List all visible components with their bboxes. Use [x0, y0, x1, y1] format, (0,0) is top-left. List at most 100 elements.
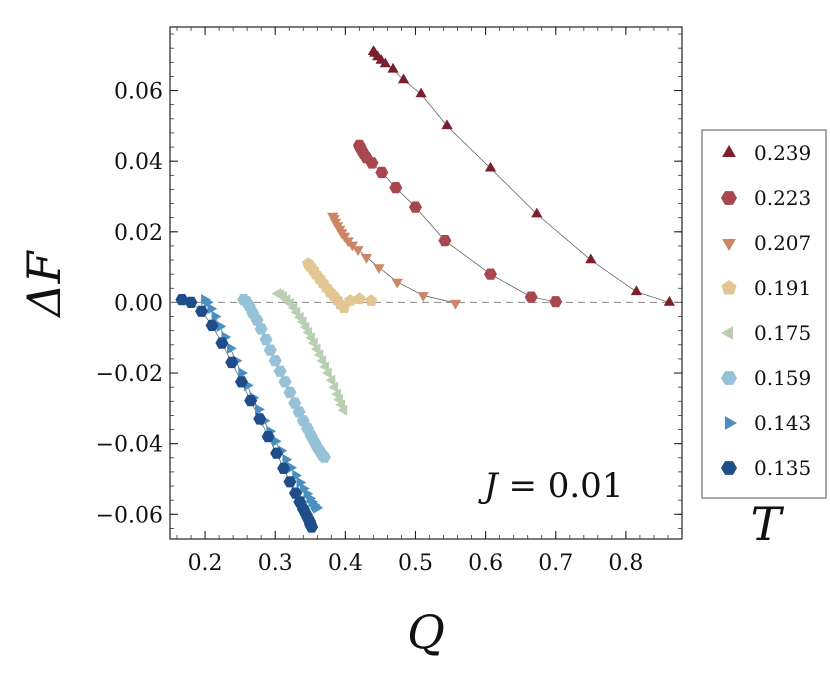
legend-marker	[721, 326, 733, 340]
data-point	[585, 253, 597, 264]
data-point	[303, 488, 314, 500]
data-point	[484, 268, 497, 280]
data-point	[313, 502, 324, 514]
data-point	[184, 296, 198, 308]
data-point	[325, 374, 336, 386]
y-tick-label: −0.06	[96, 503, 163, 528]
data-point	[292, 406, 306, 418]
data-point	[449, 299, 462, 310]
data-point	[268, 355, 282, 367]
data-point	[261, 431, 275, 443]
j-annotation: J = 0.01	[478, 466, 623, 506]
legend-label: 0.159	[754, 366, 811, 390]
y-tick-label: −0.04	[96, 433, 163, 458]
data-point	[337, 404, 348, 416]
data-point	[211, 310, 222, 323]
data-point	[253, 413, 267, 425]
data-point	[319, 361, 329, 373]
data-point	[415, 87, 427, 98]
data-point	[417, 292, 429, 302]
data-point	[289, 487, 302, 499]
data-point	[353, 292, 366, 305]
legend-label: 0.239	[754, 141, 811, 165]
data-point	[238, 367, 248, 379]
data-point	[317, 451, 331, 463]
data-point	[328, 381, 339, 393]
legend-label: 0.135	[754, 456, 811, 480]
data-point	[227, 342, 237, 354]
y-tick-label: 0.00	[114, 291, 163, 316]
data-point	[205, 319, 219, 331]
data-point	[287, 462, 298, 474]
legend-label: 0.143	[754, 411, 811, 435]
legend-marker	[721, 461, 737, 475]
data-point	[195, 305, 209, 317]
legend-box	[701, 129, 827, 499]
data-point	[292, 469, 302, 482]
data-point	[391, 278, 403, 289]
legend-marker	[722, 145, 736, 157]
data-point	[308, 337, 318, 349]
data-point	[216, 320, 227, 333]
data-point	[352, 246, 364, 256]
legend-marker	[725, 416, 737, 430]
data-point	[215, 337, 229, 349]
legend-label: 0.223	[754, 186, 811, 210]
data-point	[203, 296, 214, 308]
data-point	[375, 166, 389, 179]
data-point	[365, 294, 378, 306]
data-point	[316, 355, 327, 367]
legend-label: 0.191	[754, 276, 811, 300]
data-point	[360, 254, 372, 264]
y-axis-title: ΔF	[17, 249, 71, 318]
x-tick-label: 0.5	[398, 551, 433, 576]
x-tick-label: 0.7	[538, 551, 573, 576]
data-point	[313, 349, 324, 361]
legend-marker	[721, 191, 737, 205]
data-point	[235, 376, 248, 388]
data-point	[225, 356, 239, 369]
data-point	[273, 365, 287, 377]
data-point	[373, 264, 385, 274]
x-tick-label: 0.3	[258, 551, 293, 576]
data-point	[524, 291, 538, 303]
data-point	[272, 435, 282, 447]
data-point	[441, 119, 453, 130]
data-point	[379, 57, 391, 68]
data-point	[278, 376, 292, 388]
x-tick-label: 0.6	[468, 551, 503, 576]
x-axis-title: Q	[407, 605, 445, 659]
data-point	[346, 241, 358, 252]
data-point	[397, 73, 410, 84]
data-point	[322, 367, 332, 379]
data-point	[387, 62, 399, 73]
y-tick-label: 0.06	[114, 80, 163, 105]
x-tick-label: 0.2	[188, 551, 223, 576]
data-point	[409, 201, 422, 213]
data-point	[277, 462, 291, 474]
data-point	[259, 333, 273, 346]
data-point	[630, 285, 642, 296]
legend-label: 0.175	[754, 321, 811, 345]
data-point	[244, 395, 258, 407]
y-tick-label: 0.02	[114, 221, 163, 246]
data-point	[296, 476, 307, 489]
y-tick-label: 0.04	[114, 150, 163, 175]
plot-frame	[169, 26, 683, 540]
data-point	[663, 295, 675, 306]
x-tick-label: 0.8	[608, 551, 643, 576]
legend-marker	[722, 239, 736, 251]
data-point	[305, 521, 319, 533]
data-point	[484, 161, 497, 172]
legend-title: T	[751, 497, 785, 551]
data-point	[282, 453, 293, 466]
data-point	[283, 476, 297, 488]
data-point	[288, 397, 302, 409]
data-point	[438, 235, 452, 247]
data-markers	[175, 45, 675, 533]
data-point	[549, 296, 563, 308]
data-point	[531, 207, 543, 218]
data-point	[389, 182, 403, 194]
